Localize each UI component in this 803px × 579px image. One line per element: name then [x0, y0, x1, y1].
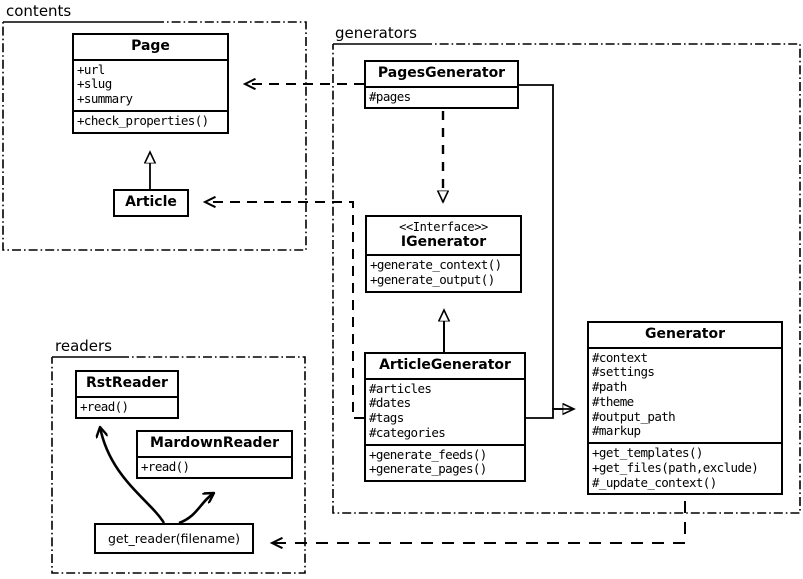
- class-box-article[interactable]: Article: [113, 189, 189, 217]
- class-operation: +generate_pages(): [369, 461, 487, 477]
- class-box-mardown-reader[interactable]: MardownReader +read(): [136, 430, 293, 480]
- class-operation: +get_templates(): [592, 445, 703, 461]
- class-attribute: #theme: [592, 393, 634, 409]
- class-attribute: #markup: [592, 423, 641, 439]
- class-box-igenerator[interactable]: <<Interface>> IGenerator +generate_conte…: [365, 215, 522, 293]
- class-box-pages-generator[interactable]: PagesGenerator #pages: [364, 60, 519, 110]
- class-name-generator: Generator: [644, 326, 725, 342]
- class-attribute: #articles: [369, 380, 432, 396]
- class-name-text-igenerator: IGenerator: [400, 233, 487, 250]
- relation-pagesgenerator-extends-generator: [519, 84, 574, 409]
- class-attribute: #pages: [369, 88, 411, 104]
- package-label-generators: generators: [333, 24, 419, 42]
- class-operations-generator: +get_templates() +get_files(path,exclude…: [589, 442, 781, 493]
- class-name-rst-reader: RstReader: [86, 375, 168, 391]
- class-name-pages-generator: PagesGenerator: [377, 65, 506, 81]
- class-box-generator[interactable]: Generator #context #settings #path #them…: [587, 321, 783, 496]
- class-attribute: #context: [592, 349, 648, 365]
- class-name-igenerator: <<Interface>> IGenerator: [367, 217, 520, 254]
- relation-generator-uses-get-reader: [272, 501, 686, 543]
- package-label-contents: contents: [4, 2, 74, 20]
- class-operation: +check_properties(): [77, 112, 209, 128]
- class-operations-page: +check_properties(): [74, 109, 227, 132]
- class-operation: +read(): [141, 458, 190, 474]
- class-operations-igenerator: +generate_context() +generate_output(): [367, 254, 520, 291]
- class-operation: #_update_context(): [592, 474, 717, 490]
- class-attribute: +summary: [77, 91, 133, 107]
- class-attributes-article-generator: #articles #dates #tags #categories: [366, 377, 524, 444]
- class-attributes-generator: #context #settings #path #theme #output_…: [589, 346, 781, 443]
- class-name-article-generator: ArticleGenerator: [379, 357, 511, 373]
- class-attributes-pages-generator: #pages: [366, 85, 517, 108]
- class-operation: +get_files(path,exclude): [592, 459, 759, 475]
- class-attribute: #output_path: [592, 408, 676, 424]
- class-attribute: +url: [77, 61, 105, 77]
- class-operation: +generate_feeds(): [369, 446, 487, 462]
- class-operations-rst-reader: +read(): [77, 395, 177, 418]
- class-operation: +generate_output(): [370, 272, 495, 288]
- class-attribute: #categories: [369, 424, 446, 440]
- class-attribute: #dates: [369, 395, 411, 411]
- class-operation: +generate_context(): [370, 257, 502, 273]
- function-name-get-reader: get_reader(filename): [108, 531, 240, 546]
- relation-articlegenerator-uses-article: [205, 202, 364, 419]
- class-name-page: Page: [131, 38, 170, 54]
- class-attribute: #tags: [369, 410, 404, 426]
- class-stereotype-igenerator: <<Interface>>: [399, 220, 488, 234]
- class-attribute: +slug: [77, 76, 112, 92]
- package-label-readers: readers: [53, 337, 114, 355]
- class-attributes-page: +url +slug +summary: [74, 58, 227, 110]
- function-box-get-reader[interactable]: get_reader(filename): [94, 523, 254, 555]
- class-operations-article-generator: +generate_feeds() +generate_pages(): [366, 443, 524, 481]
- class-operation: +read(): [80, 398, 129, 414]
- class-attribute: #path: [592, 379, 627, 395]
- class-attribute: #settings: [592, 364, 655, 380]
- class-box-article-generator[interactable]: ArticleGenerator #articles #dates #tags …: [364, 352, 526, 483]
- class-name-article: Article: [125, 194, 177, 210]
- relation-articlegenerator-extends-generator: [526, 408, 574, 419]
- class-operations-mardown-reader: +read(): [138, 455, 291, 478]
- relation-get-reader-returns-mardownreader: [178, 493, 214, 525]
- class-name-mardown-reader: MardownReader: [150, 435, 279, 451]
- class-box-page[interactable]: Page +url +slug +summary +check_properti…: [72, 33, 229, 134]
- class-box-rst-reader[interactable]: RstReader +read(): [75, 370, 179, 420]
